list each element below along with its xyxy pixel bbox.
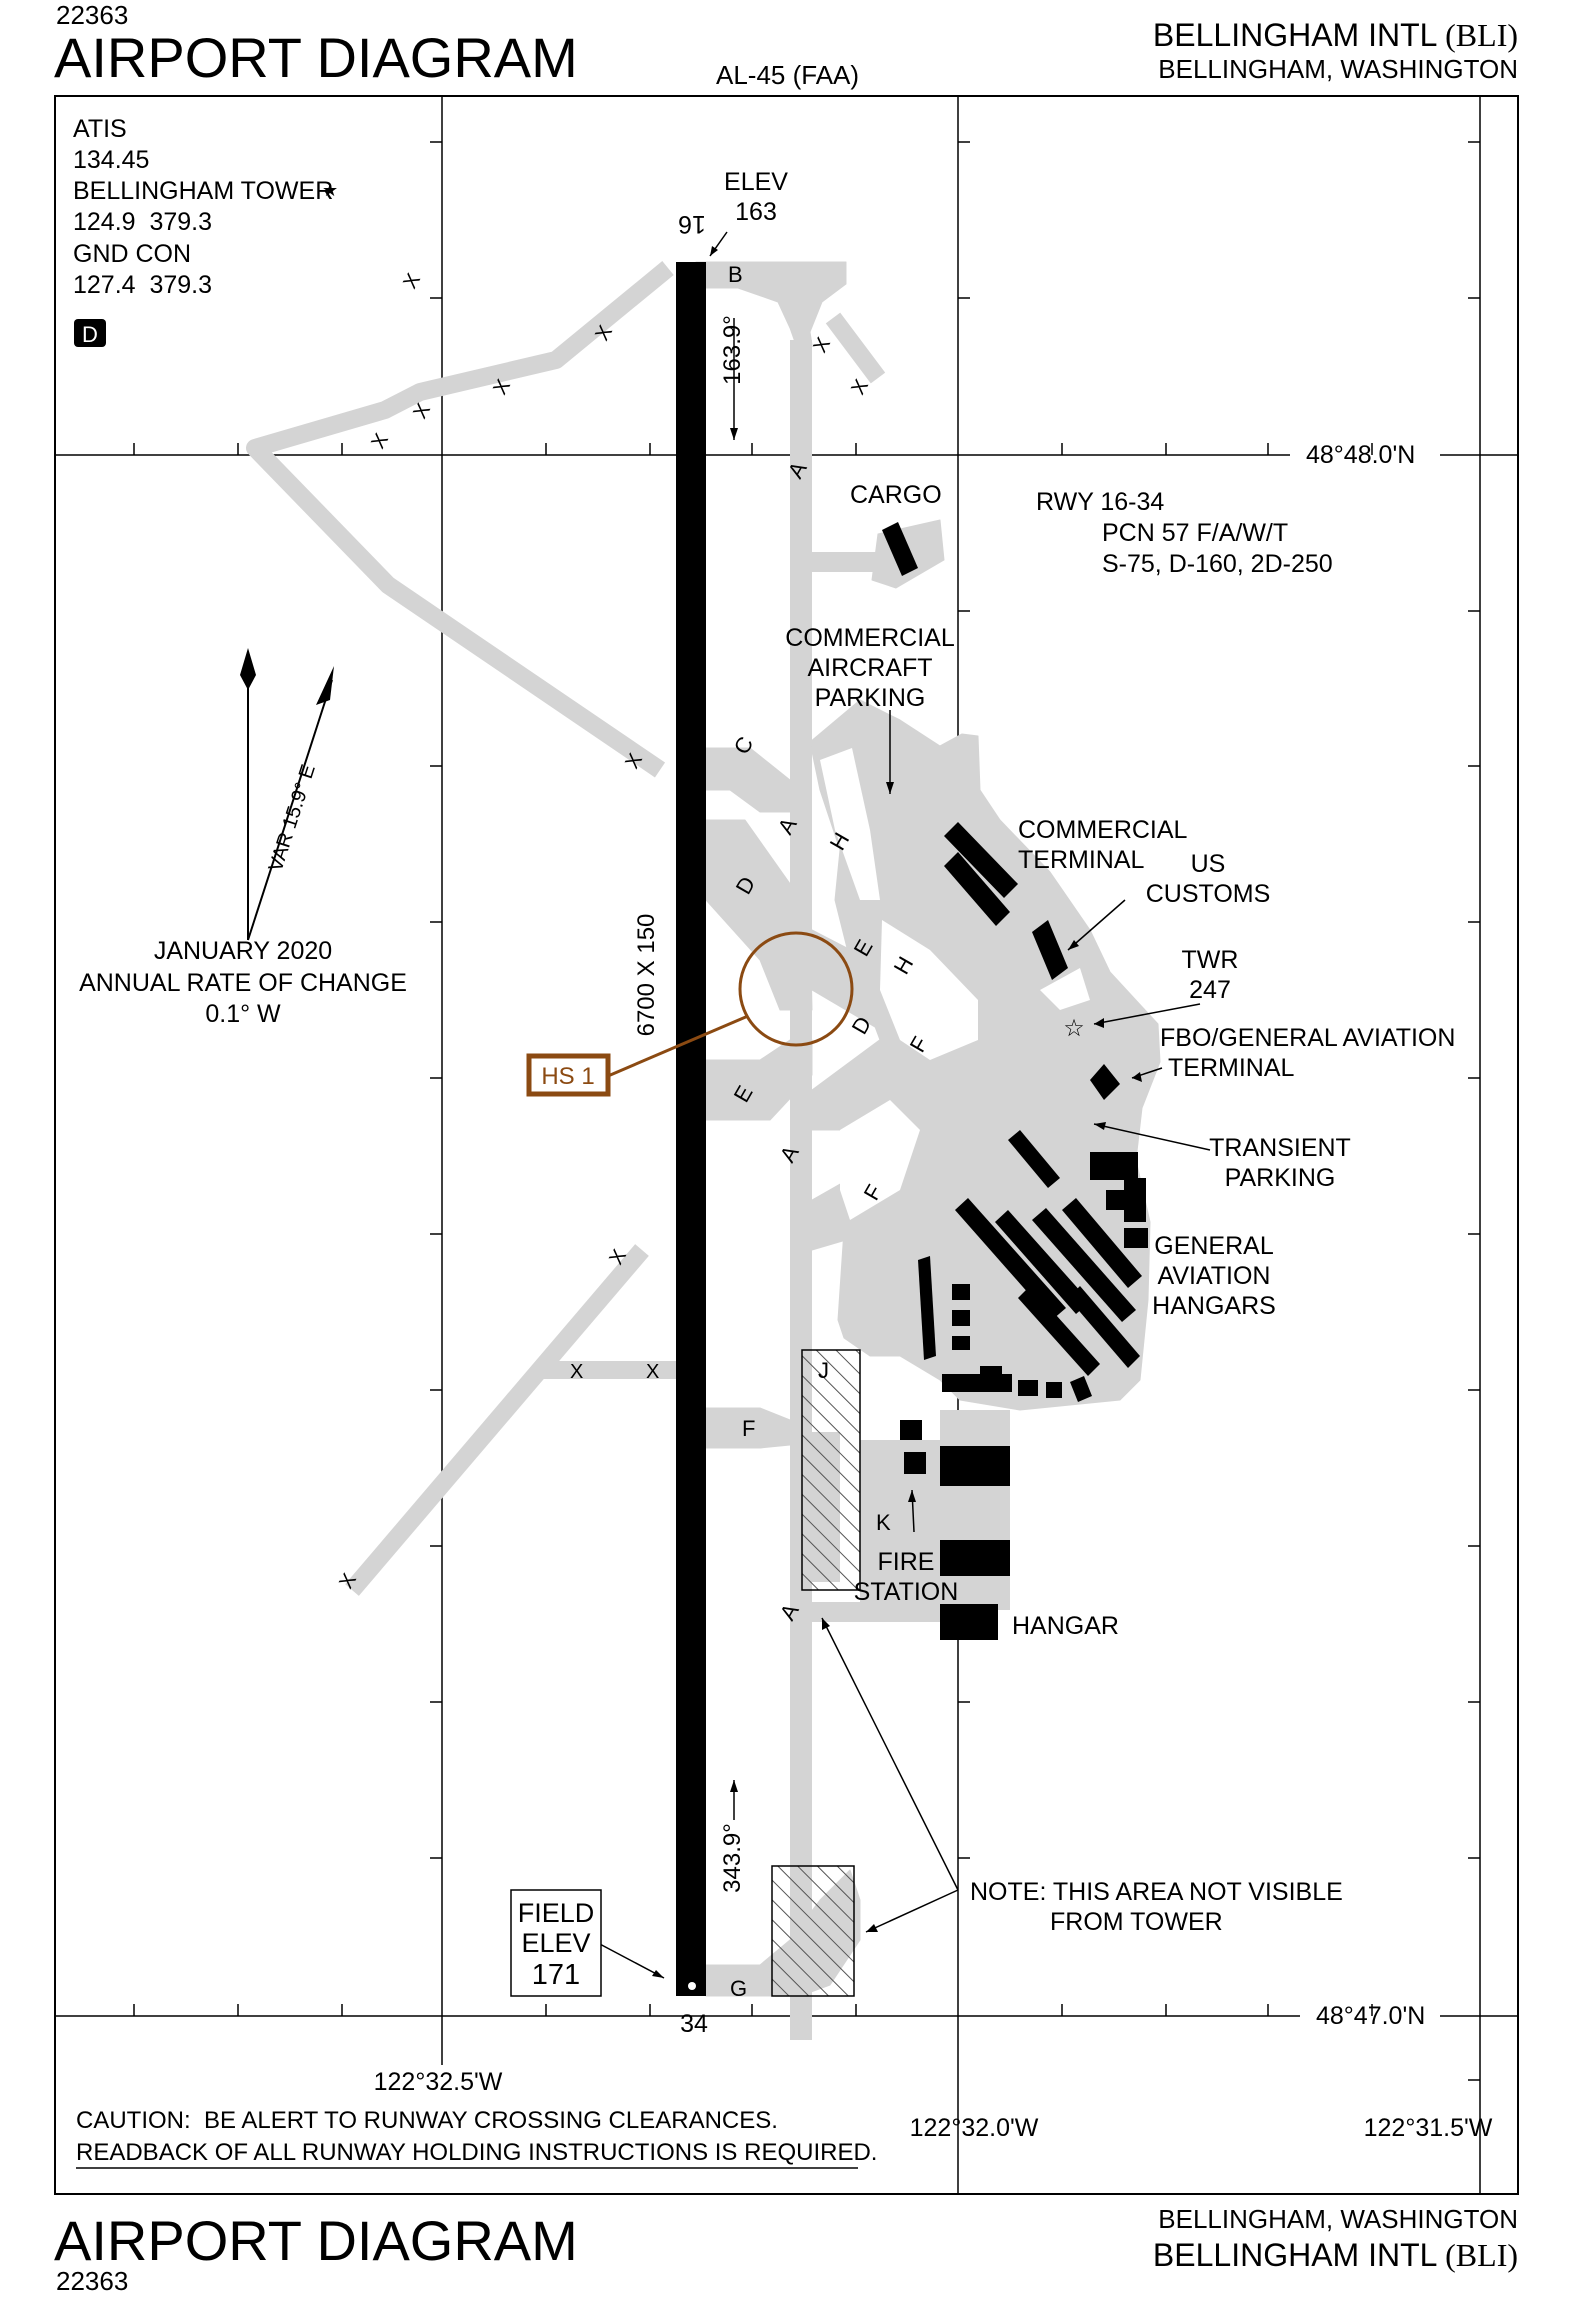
ga-hangars-label-2: AVIATION xyxy=(1158,1262,1271,1290)
chart-id: AL-45 (FAA) xyxy=(716,60,859,90)
lon-west: 122°32.5'W xyxy=(374,2068,503,2096)
caution-line-2: READBACK OF ALL RUNWAY HOLDING INSTRUCTI… xyxy=(76,2139,877,2166)
gnd-freq: 127.4 379.3 xyxy=(73,271,212,299)
tower-label: BELLINGHAM TOWER xyxy=(73,177,333,205)
fbo-label-2: TERMINAL xyxy=(1168,1054,1295,1082)
runway-dimensions: 6700 X 150 xyxy=(633,914,660,1037)
twr-label: TWR xyxy=(1182,946,1239,974)
airport-name-bottom: BELLINGHAM INTL (BLI) xyxy=(1153,2237,1518,2273)
facility-labels: CARGO COMMERCIAL AIRCRAFT PARKING COMMER… xyxy=(785,481,1455,1936)
caution-line-1: CAUTION: BE ALERT TO RUNWAY CROSSING CLE… xyxy=(76,2107,778,2134)
chart-number-top: 22363 xyxy=(56,0,128,30)
hot-spot-circle[interactable] xyxy=(738,931,854,1047)
apron-islands xyxy=(820,748,1090,1220)
buildings xyxy=(882,522,1148,1640)
taxiway-x-label: X xyxy=(367,430,393,453)
ga-hangars-label-1: GENERAL xyxy=(1154,1232,1274,1260)
lon-mid: 122°32.0'W xyxy=(910,2114,1039,2142)
heading-south: 343.9° xyxy=(719,1823,746,1893)
taxiway-j-label: J xyxy=(818,1358,829,1383)
magnetic-variation-arrows xyxy=(240,648,334,941)
cargo-label: CARGO xyxy=(850,481,942,509)
fbo-label-1: FBO/GENERAL AVIATION xyxy=(1160,1024,1455,1052)
commercial-terminal-label-2: TERMINAL xyxy=(1018,846,1145,874)
us-customs-label-2: CUSTOMS xyxy=(1146,880,1271,908)
taxiway-g-label: G xyxy=(730,1976,747,2001)
hot-spot-leader xyxy=(607,1014,749,1078)
airport-name-top: BELLINGHAM INTL (BLI) xyxy=(1153,17,1518,53)
taxiway-x-label: X xyxy=(409,400,435,423)
elev-value: 163 xyxy=(735,198,777,226)
lat-north: 48°48.0'N xyxy=(1306,441,1415,469)
rwy-strength: S-75, D-160, 2D-250 xyxy=(1102,550,1333,578)
taxiway-b-label: B xyxy=(728,262,743,287)
tower-star-small-icon: ★ xyxy=(322,180,338,200)
commercial-parking-label-2: AIRCRAFT xyxy=(808,654,933,682)
twr-value: 247 xyxy=(1189,976,1231,1004)
ga-hangars-label-3: HANGARS xyxy=(1152,1292,1276,1320)
rate-label: ANNUAL RATE OF CHANGE xyxy=(79,969,407,997)
page-title-bottom: AIRPORT DIAGRAM xyxy=(54,2209,578,2272)
taxiway-f-label: F xyxy=(742,1416,755,1441)
runway-16-34 xyxy=(676,262,706,1996)
field-elev-value: 171 xyxy=(532,1959,580,1991)
var-label: VAR 15.9° E xyxy=(265,762,320,874)
note-label-2: FROM TOWER xyxy=(1050,1908,1223,1936)
tower-star-icon: ☆ xyxy=(1063,1015,1085,1042)
no-visibility-area-north xyxy=(801,1349,861,1591)
no-visibility-area-south xyxy=(771,1865,855,1997)
lon-east: 122°31.5'W xyxy=(1364,2114,1493,2142)
field-elev-box xyxy=(510,1889,602,1997)
rate-value: 0.1° W xyxy=(205,1000,281,1028)
transient-label-1: TRANSIENT xyxy=(1209,1134,1351,1162)
hot-spot-label: HS 1 xyxy=(541,1063,594,1090)
rwy-info-title: RWY 16-34 xyxy=(1036,488,1164,516)
d-badge-label: D xyxy=(82,322,98,347)
arrow-heads xyxy=(652,246,1142,1978)
lat-south: 48°47.0'N xyxy=(1316,2002,1425,2030)
elev-label: ELEV xyxy=(724,168,788,196)
taxiway-x-label: X xyxy=(570,1361,583,1383)
taxiway-x-label: X xyxy=(646,1361,659,1383)
gnd-label: GND CON xyxy=(73,240,191,268)
chart-number-bottom: 22363 xyxy=(56,2266,128,2296)
field-elev-label-1: FIELD xyxy=(518,1898,595,1928)
atis-label: ATIS xyxy=(73,115,127,143)
note-label-1: NOTE: THIS AREA NOT VISIBLE xyxy=(970,1878,1343,1906)
hangar-label: HANGAR xyxy=(1012,1612,1119,1640)
page-title-top: AIRPORT DIAGRAM xyxy=(54,26,578,89)
fire-station-label-1: FIRE xyxy=(878,1548,935,1576)
field-elev-label-2: ELEV xyxy=(521,1928,590,1958)
pavement xyxy=(246,261,1161,2040)
commercial-parking-label-3: PARKING xyxy=(815,684,926,712)
taxiway-x-label: X xyxy=(399,270,425,293)
city-state-bottom: BELLINGHAM, WASHINGTON xyxy=(1158,2204,1518,2234)
runway-threshold-dot xyxy=(688,1982,696,1990)
magnetic-date: JANUARY 2020 xyxy=(154,937,332,965)
rwy-pcn: PCN 57 F/A/W/T xyxy=(1102,519,1288,547)
tower-freq: 124.9 379.3 xyxy=(73,208,212,236)
runway-16-number: 16 xyxy=(678,210,706,238)
fire-station-label-2: STATION xyxy=(854,1578,959,1606)
transient-label-2: PARKING xyxy=(1225,1164,1336,1192)
heading-north: 163.9° xyxy=(719,315,746,385)
commercial-terminal-label-1: COMMERCIAL xyxy=(1018,816,1188,844)
hot-spot-box[interactable] xyxy=(526,1053,611,1097)
diagram-frame xyxy=(54,95,1519,2195)
runway-34-number: 34 xyxy=(680,2010,708,2038)
taxiway-k-label: K xyxy=(876,1510,891,1535)
city-state-top: BELLINGHAM, WASHINGTON xyxy=(1158,54,1518,84)
taxiway-x-label: X xyxy=(809,334,835,357)
commercial-parking-label-1: COMMERCIAL xyxy=(785,624,955,652)
us-customs-label-1: US xyxy=(1191,850,1226,878)
d-badge xyxy=(74,319,106,347)
atis-freq: 134.45 xyxy=(73,146,149,174)
